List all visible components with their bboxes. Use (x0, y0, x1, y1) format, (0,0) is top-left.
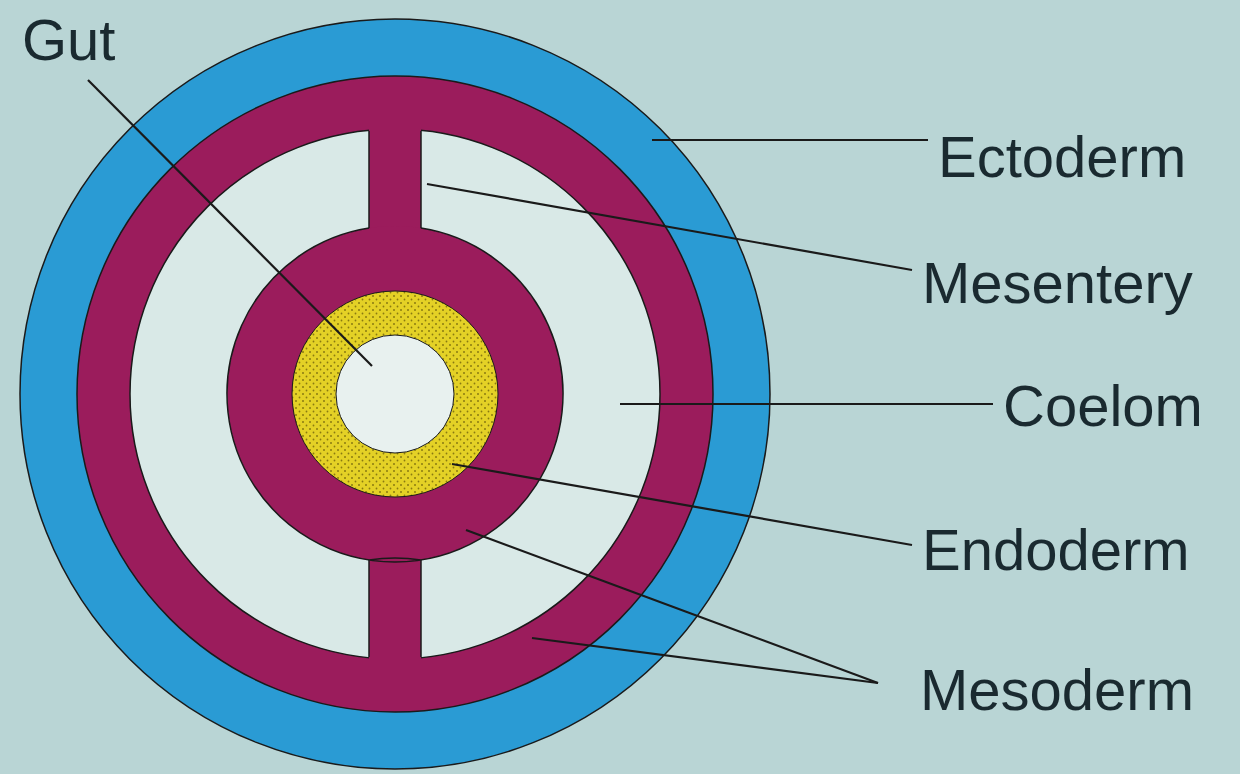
gut-lumen (336, 335, 454, 453)
mesentery-ventral (369, 556, 421, 662)
part-label: Mesoderm (920, 661, 1194, 719)
part-label: Gut (22, 11, 116, 69)
part-label: Ectoderm (938, 128, 1186, 186)
leader-line (532, 638, 878, 683)
part-label: Coelom (1003, 377, 1203, 435)
mesoderm-outer-ring (77, 76, 713, 712)
part-label: Endoderm (922, 521, 1190, 579)
leader-lines (88, 80, 993, 683)
mesentery-dorsal (369, 126, 421, 232)
leader-line (88, 80, 372, 366)
leader-line (652, 139, 928, 141)
mesoderm-inner-outline (227, 228, 563, 562)
leader-line (466, 530, 878, 683)
ectoderm-ring (20, 19, 770, 769)
leader-line (620, 403, 993, 405)
leader-line (452, 464, 912, 545)
mesoderm-inner-ring (227, 226, 563, 562)
leader-line (427, 184, 912, 270)
part-label: Mesentery (922, 254, 1193, 312)
